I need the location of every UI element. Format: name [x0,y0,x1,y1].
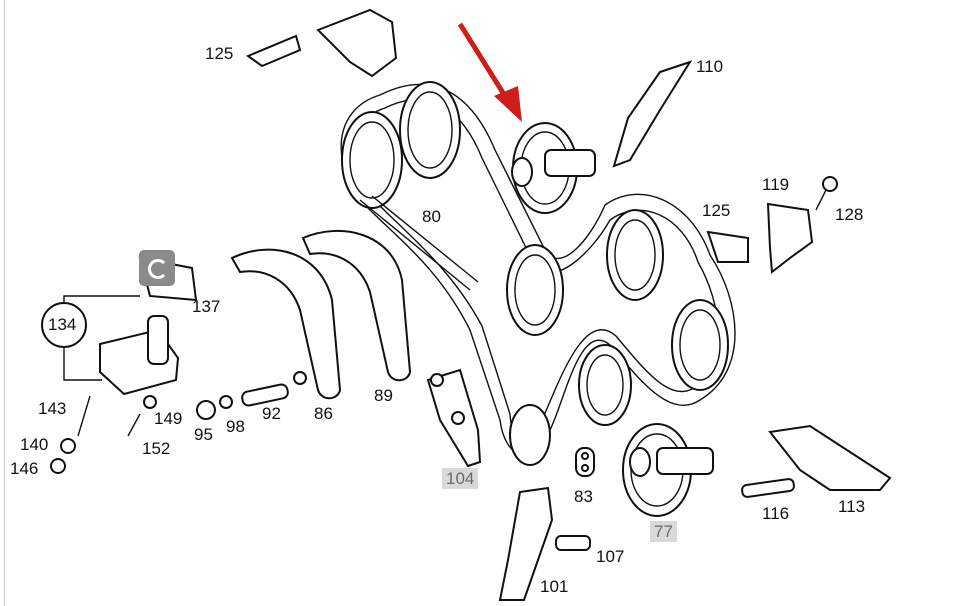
sprocket-intermediate [506,244,564,336]
tensioner-housing-134 [41,295,180,396]
sprocket-camshaft-right [399,81,461,179]
label-134: 134 [48,315,77,334]
sprocket-lower-middle [578,344,632,426]
pin-part-107 [555,535,591,551]
guide-part-110 [612,60,693,168]
timing-chain [340,83,736,457]
bolt-part-128 [815,176,838,211]
label-80: 80 [422,207,441,226]
sprocket-part-77 [622,423,714,517]
hardware-small-parts [50,371,307,474]
label-98: 98 [226,417,245,436]
guide-rail-89 [301,230,412,382]
label-140: 140 [20,435,49,454]
label-89: 89 [374,386,393,405]
sprocket-detached [511,122,596,214]
label-83: 83 [574,487,593,506]
label-107: 107 [596,547,625,566]
label-128: 128 [835,205,864,224]
label-92: 92 [262,404,281,423]
sprocket-camshaft-left [341,111,403,209]
top-bracket [316,8,398,78]
label-101: 101 [540,577,569,596]
clip-part-125-top [245,34,302,68]
chain-links-80 [359,195,479,291]
guide-rail-86 [230,248,342,400]
label-149: 149 [154,409,183,428]
clip-part-125-right [706,230,749,263]
label-113: 113 [838,497,866,516]
label-104: 104 [442,468,479,489]
label-152: 152 [142,439,171,458]
sprocket-right-upper [606,209,664,301]
label-125-right: 125 [702,201,731,220]
chain-link-83 [575,447,595,477]
label-146: 146 [10,459,39,478]
sprocket-right-lower [671,299,729,391]
guide-part-101 [498,486,554,601]
bolt-part-116 [741,478,795,498]
label-86: 86 [314,404,333,423]
red-arrow-indicator [457,22,522,122]
label-125-top: 125 [205,44,234,63]
label-116: 116 [762,504,790,523]
sprocket-crankshaft [509,404,551,466]
label-95: 95 [194,425,213,444]
guide-part-113 [768,424,892,491]
label-77: 77 [650,521,677,542]
label-137: 137 [192,297,221,316]
label-143: 143 [38,399,67,418]
label-110: 110 [696,57,724,76]
tensioner-119 [766,202,814,274]
label-119: 119 [762,175,790,194]
frame-border [4,0,5,606]
highlight-marker-icon[interactable] [139,250,175,286]
